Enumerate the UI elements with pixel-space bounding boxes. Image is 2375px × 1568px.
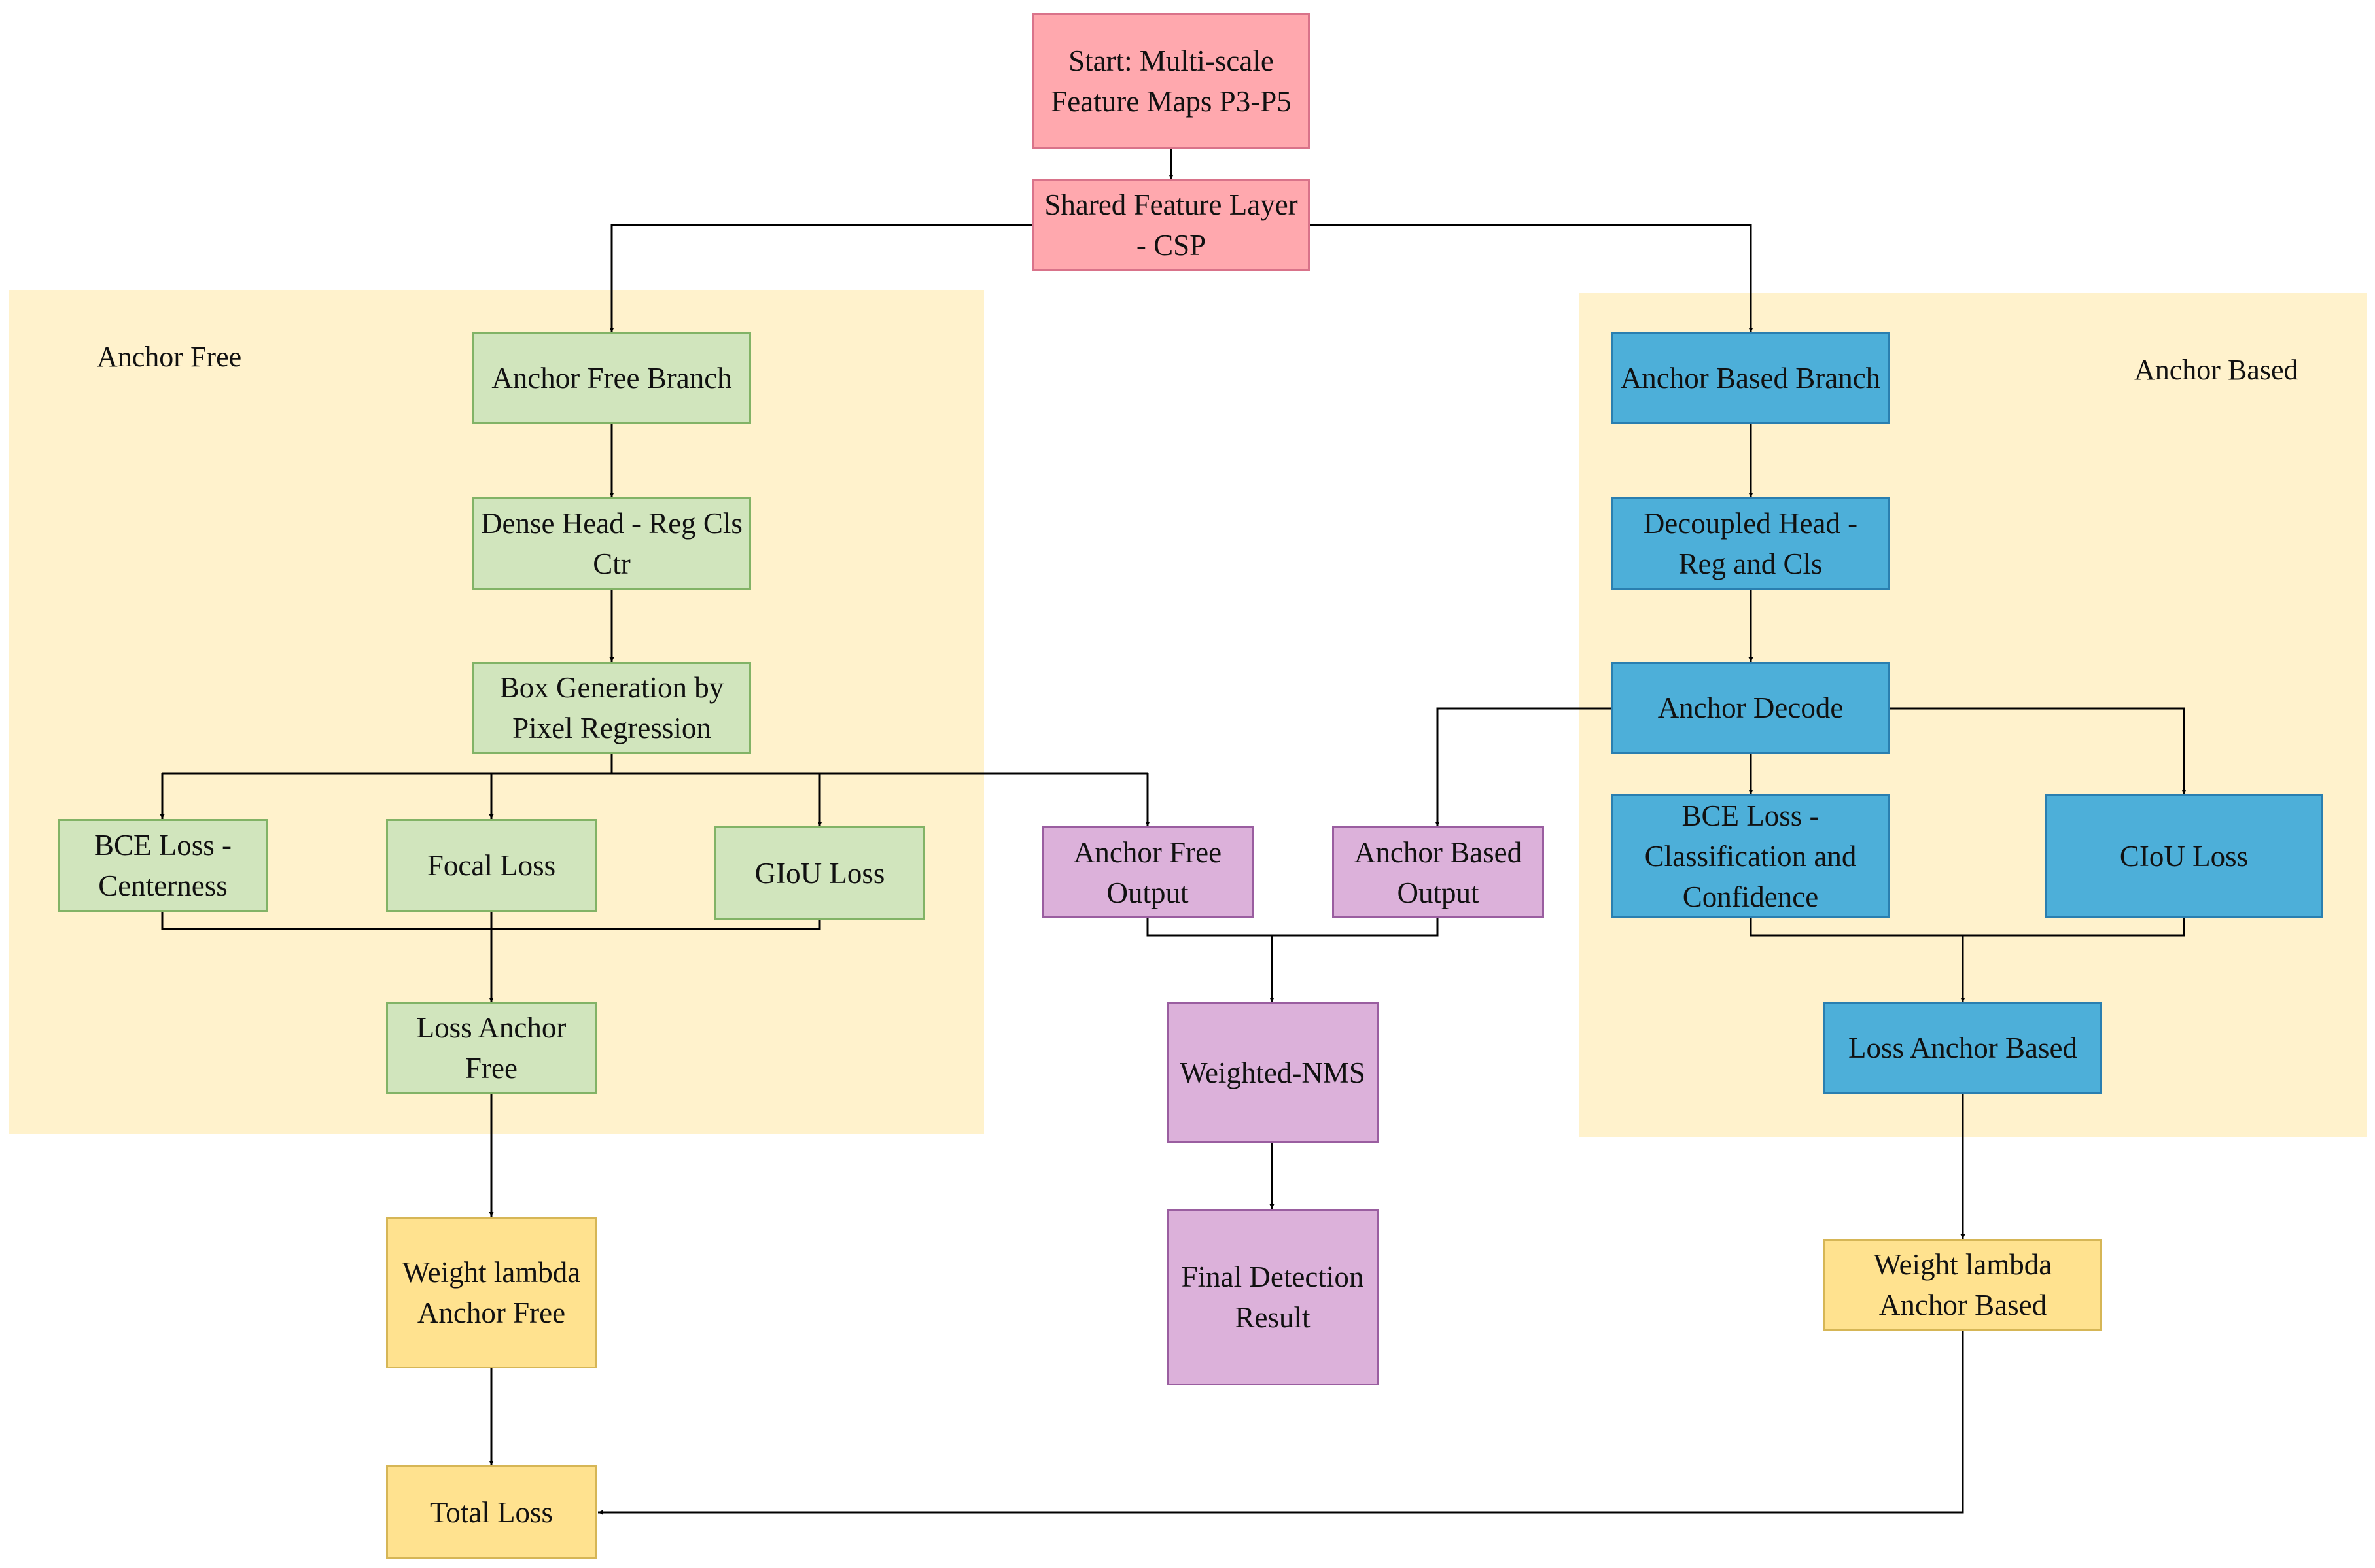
loss-anchor-free-node: Loss Anchor Free — [386, 1002, 597, 1094]
focal-loss-node: Focal Loss — [386, 819, 597, 912]
weight-anchor-based-node: Weight lambda Anchor Based — [1823, 1239, 2102, 1331]
edge-shared-af-branch — [609, 224, 1032, 332]
bce-classification-node: BCE Loss - Classification and Confidence — [1611, 794, 1890, 918]
anchor-free-output-node: Anchor Free Output — [1042, 826, 1254, 918]
edge-boxgen-fanout — [162, 754, 1148, 775]
loss-anchor-based-node: Loss Anchor Based — [1823, 1002, 2102, 1094]
edge-decode-ab-output — [1435, 707, 1611, 826]
anchor-based-branch-node: Anchor Based Branch — [1611, 332, 1890, 424]
anchor-decode-node: Anchor Decode — [1611, 662, 1890, 754]
edge-weight-ab-total — [598, 1331, 1964, 1515]
anchor-free-branch-node: Anchor Free Branch — [472, 332, 751, 424]
dense-head-node: Dense Head - Reg Cls Ctr — [472, 497, 751, 590]
edge-shared-ab-branch — [1310, 224, 1753, 332]
ciou-loss-node: CIoU Loss — [2045, 794, 2323, 918]
edge-outputs-merge — [1146, 918, 1439, 937]
edge-decode-ciou — [1890, 707, 2187, 794]
bce-centerness-node: BCE Loss - Centerness — [58, 819, 268, 912]
shared-feature-node: Shared Feature Layer - CSP — [1032, 179, 1310, 271]
box-generation-node: Box Generation by Pixel Regression — [472, 662, 751, 754]
giou-loss-node: GIoU Loss — [714, 826, 925, 920]
final-detection-node: Final Detection Result — [1167, 1209, 1379, 1385]
weighted-nms-node: Weighted-NMS — [1167, 1002, 1379, 1143]
weight-anchor-free-node: Weight lambda Anchor Free — [386, 1217, 597, 1368]
start-node: Start: Multi-scale Feature Maps P3-P5 — [1032, 13, 1310, 149]
total-loss-node: Total Loss — [386, 1465, 597, 1559]
edge-ab-losses-merge — [1750, 918, 2185, 937]
decoupled-head-node: Decoupled Head - Reg and Cls — [1611, 497, 1890, 590]
anchor-based-output-node: Anchor Based Output — [1332, 826, 1544, 918]
anchor-free-region-label: Anchor Free — [97, 341, 242, 373]
anchor-based-region-label: Anchor Based — [2134, 354, 2298, 386]
